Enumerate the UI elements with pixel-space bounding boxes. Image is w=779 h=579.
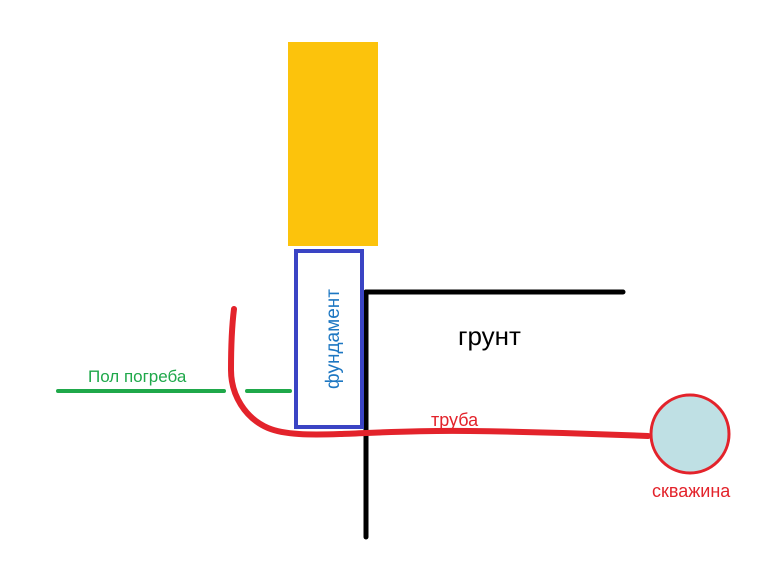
soil-label: грунт xyxy=(458,321,521,351)
well-label: скважина xyxy=(652,481,731,501)
well-circle xyxy=(649,393,731,475)
pipe-label: труба xyxy=(431,410,479,430)
pipe-line xyxy=(228,306,651,439)
foundation-label: фундамент xyxy=(323,289,344,389)
cellar-floor-label: Пол погреба xyxy=(88,367,187,386)
house-wall xyxy=(288,42,378,246)
foundation-block xyxy=(294,249,364,429)
